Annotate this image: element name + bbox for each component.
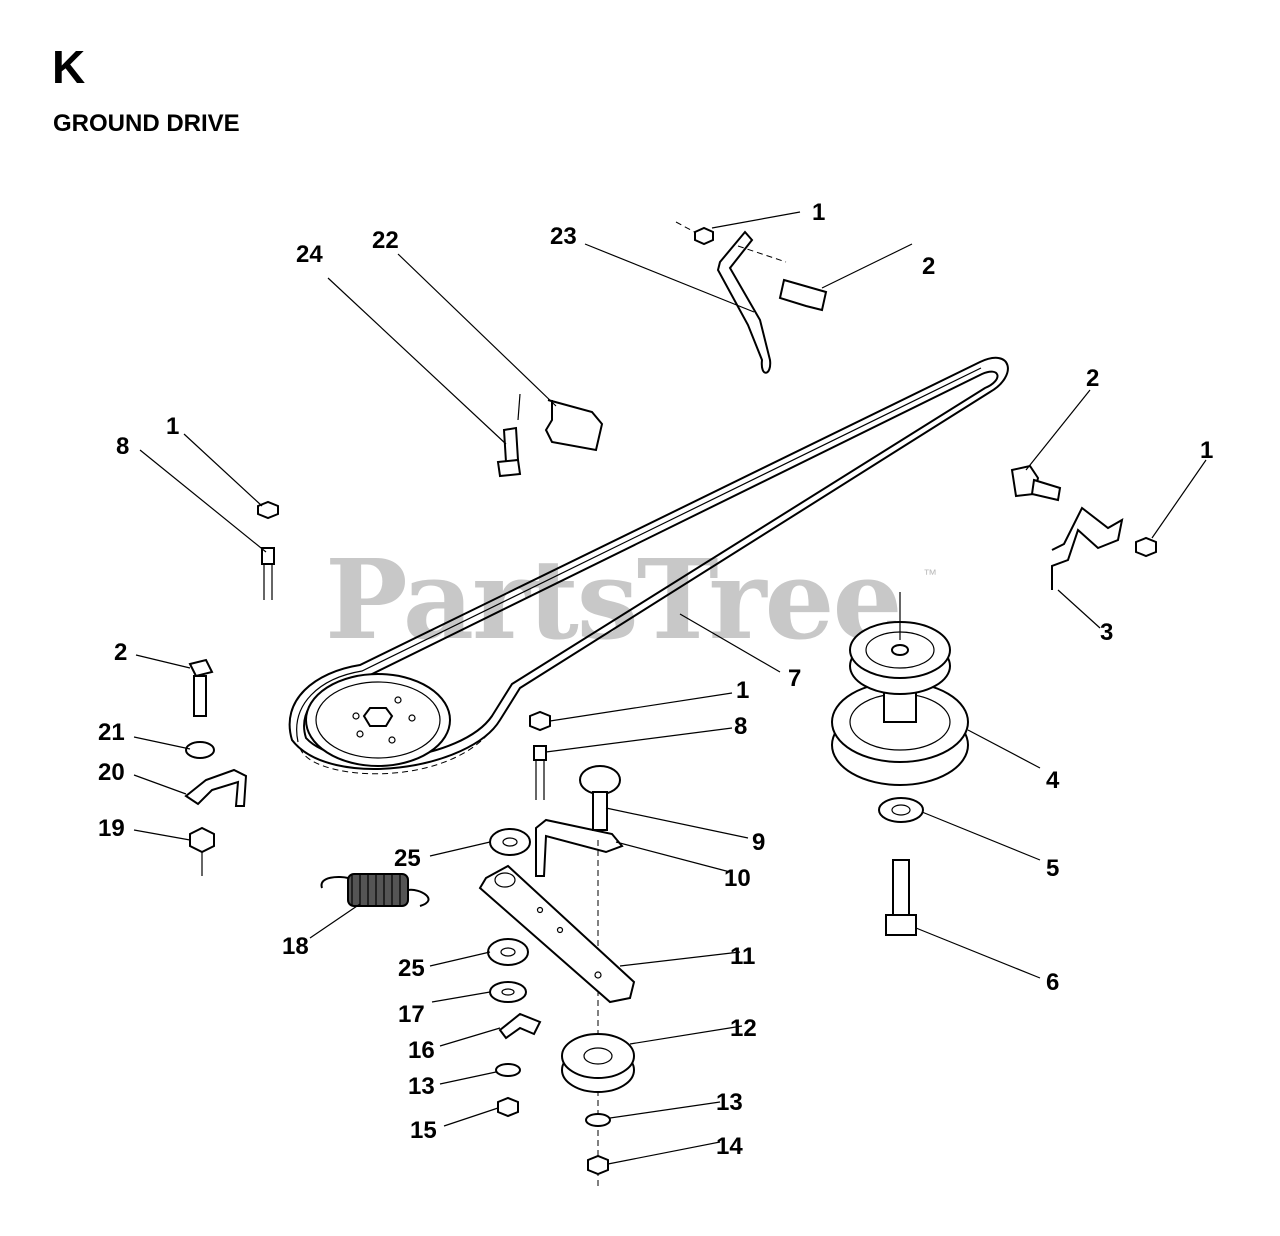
belt-guide-22 [496, 393, 604, 478]
leader-lines [133, 211, 1207, 1165]
watermark-trademark: ™ [923, 566, 937, 582]
callout-2-right: 2 [1086, 365, 1099, 392]
callout-24: 24 [296, 241, 323, 268]
engine-pulley-4 [831, 592, 969, 786]
callout-20: 20 [98, 759, 125, 786]
callout-3: 3 [1100, 619, 1113, 646]
callout-18: 18 [282, 933, 309, 960]
section-title: GROUND DRIVE [53, 110, 240, 137]
belt-guide-bracket-23 [675, 221, 828, 374]
bushing-25-bottom [487, 938, 529, 966]
callout-13-right: 13 [716, 1089, 743, 1116]
washer-5-bolt-6 [878, 797, 924, 936]
callout-22: 22 [372, 227, 399, 254]
callout-5: 5 [1046, 855, 1059, 882]
callout-12: 12 [730, 1015, 757, 1042]
callout-8-left: 8 [116, 433, 129, 460]
washer-13-nut-14 [585, 1113, 611, 1176]
callout-1-right: 1 [1200, 437, 1213, 464]
idler-pulley-12 [561, 1033, 635, 1093]
callout-6: 6 [1046, 969, 1059, 996]
callout-labels: 1 2 23 22 24 1 8 2 1 3 7 2 1 8 21 4 20 1… [98, 199, 1213, 1160]
drive-pulley [305, 673, 451, 767]
callout-1-left: 1 [166, 413, 179, 440]
callout-7: 7 [788, 665, 801, 692]
idler-arm-11 [478, 864, 636, 1004]
callout-4: 4 [1046, 767, 1060, 794]
callout-11: 11 [730, 943, 755, 970]
callout-2-left: 2 [114, 639, 127, 666]
spring-18 [320, 873, 430, 907]
callout-25-bottom: 25 [398, 955, 425, 982]
small-hardware-left [489, 981, 542, 1118]
bracket-assembly-left [184, 658, 248, 876]
nut-bolt-left [257, 500, 279, 600]
bushing-25-top [489, 828, 531, 856]
callout-13-left: 13 [408, 1073, 435, 1100]
callout-16: 16 [408, 1037, 435, 1064]
nut-bolt-mid [529, 710, 551, 800]
callout-14: 14 [716, 1133, 743, 1160]
callout-8-mid: 8 [734, 713, 747, 740]
callout-1-mid: 1 [736, 677, 749, 704]
callout-2-top: 2 [922, 253, 935, 280]
callout-21: 21 [98, 719, 125, 746]
section-letter: K [52, 41, 86, 93]
callout-1-top: 1 [812, 199, 825, 226]
carriage-bolt-9 [535, 765, 624, 1190]
callout-15: 15 [410, 1117, 437, 1144]
callout-10: 10 [724, 865, 751, 892]
callout-19: 19 [98, 815, 125, 842]
bracket-3-right [1010, 464, 1157, 590]
callout-23: 23 [550, 223, 577, 250]
callout-9: 9 [752, 829, 765, 856]
callout-25-top: 25 [394, 845, 421, 872]
callout-17: 17 [398, 1001, 425, 1028]
